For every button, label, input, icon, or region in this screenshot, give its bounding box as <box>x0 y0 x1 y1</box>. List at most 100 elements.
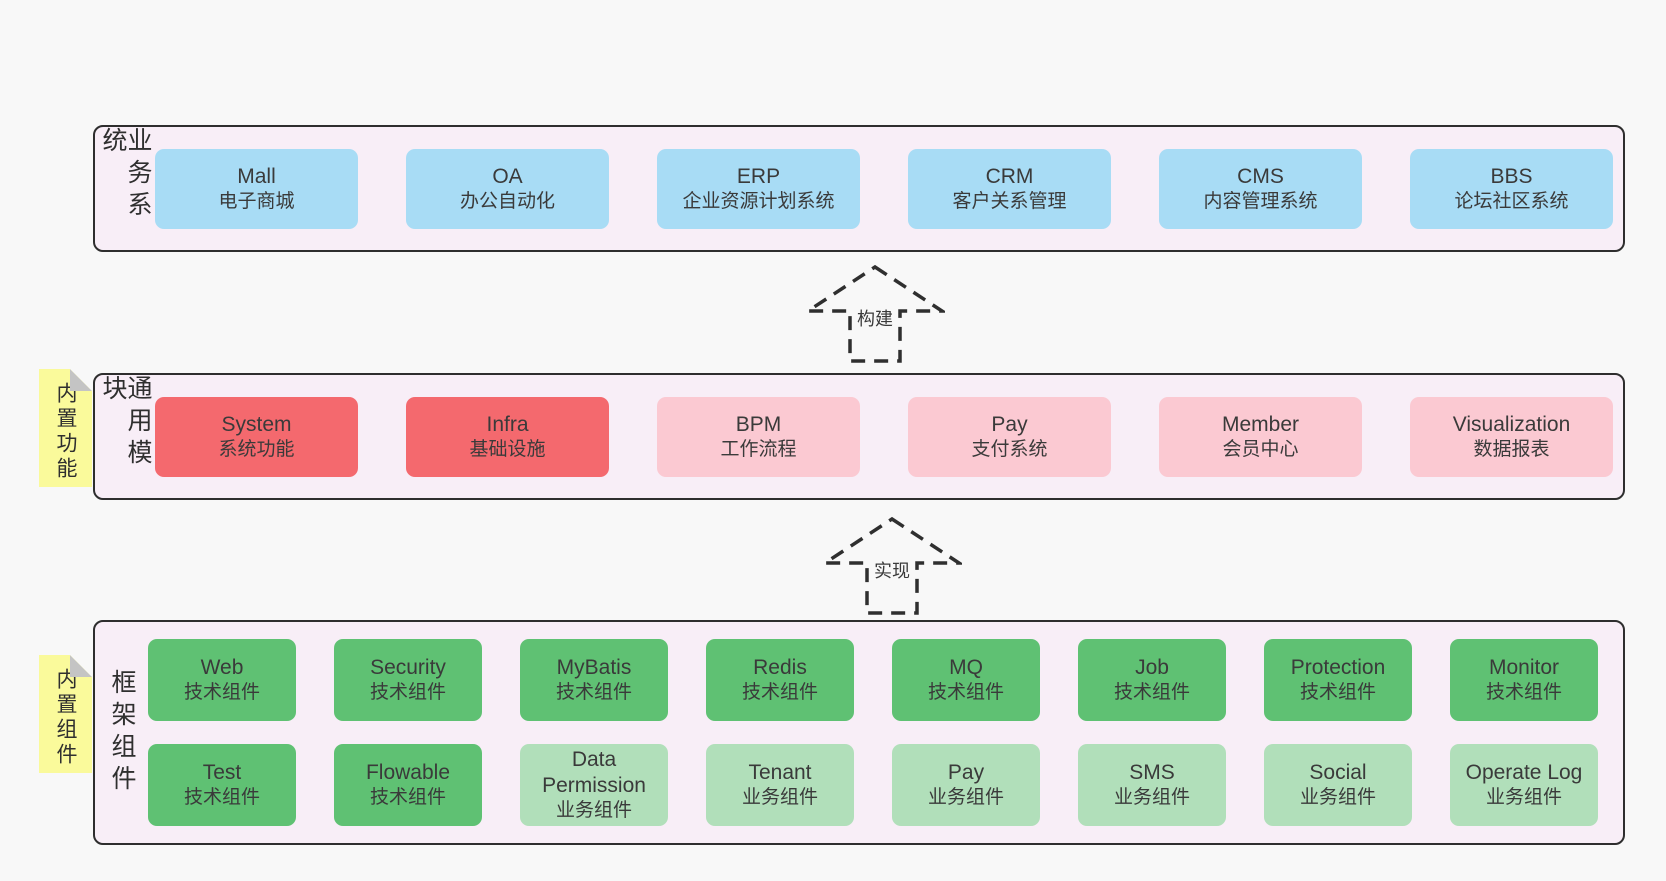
box-subtitle: 电子商城 <box>218 190 295 212</box>
box-erp: ERP 企业资源计划系统 <box>657 148 860 229</box>
box-subtitle: 技术组件 <box>369 682 446 704</box>
box-name: Pay <box>947 761 985 784</box>
box-subtitle: 数据报表 <box>1473 438 1550 460</box>
box-name: Web <box>200 656 244 679</box>
modules-box-row: System 系统功能 Infra 基础设施 BPM 工作流程 Pay 支付系统… <box>155 396 1625 477</box>
box-subtitle: 会员中心 <box>1222 438 1299 460</box>
box-name: Infra <box>486 412 529 436</box>
box-subtitle: 业务组件 <box>555 800 632 822</box>
box-name: Data Permission <box>542 747 646 798</box>
arrow-implement: 实现 <box>822 516 962 616</box>
box-web: Web 技术组件 <box>148 639 296 721</box>
box-pay-component: Pay 业务组件 <box>892 744 1040 826</box>
box-subtitle: 技术组件 <box>1299 682 1376 704</box>
box-name: MQ <box>949 656 983 679</box>
layer-framework-components: 框架组件 Web 技术组件 Security 技术组件 MyBatis 技术组件… <box>93 620 1625 845</box>
layer-label-wrap: 业务系统 <box>95 127 155 250</box>
box-subtitle: 基础设施 <box>469 438 546 460</box>
box-subtitle: 业务组件 <box>741 787 818 809</box>
layer-label-business: 业务系统 <box>99 127 152 223</box>
box-name: Redis <box>753 656 807 679</box>
box-operate-log: Operate Log 业务组件 <box>1450 744 1598 826</box>
sticky-note-label: 内置组件 <box>54 668 77 768</box>
layer-label-wrap: 框架组件 <box>95 622 148 843</box>
box-tenant: Tenant 业务组件 <box>706 744 854 826</box>
box-name: CRM <box>985 164 1034 188</box>
layer-label-components: 框架组件 <box>108 668 136 797</box>
box-test: Test 技术组件 <box>148 744 296 826</box>
sticky-note-builtin-features: 内置功能 <box>39 369 92 487</box>
box-cms: CMS 内容管理系统 <box>1159 148 1362 229</box>
sticky-note-label: 内置功能 <box>54 382 77 482</box>
box-data-permission: Data Permission 业务组件 <box>520 744 668 826</box>
box-name: Tenant <box>748 761 812 784</box>
box-mybatis: MyBatis 技术组件 <box>520 639 668 721</box>
box-sms: SMS 业务组件 <box>1078 744 1226 826</box>
box-subtitle: 内容管理系统 <box>1203 190 1318 212</box>
box-name: ERP <box>736 164 781 188</box>
components-box-grid: Web 技术组件 Security 技术组件 MyBatis 技术组件 Redi… <box>148 639 1623 826</box>
box-pay-module: Pay 支付系统 <box>908 396 1111 477</box>
box-name: BPM <box>735 412 782 436</box>
up-arrow-icon <box>822 516 962 615</box>
box-name: BBS <box>1490 164 1533 188</box>
box-subtitle: 企业资源计划系统 <box>682 190 835 212</box>
box-subtitle: 论坛社区系统 <box>1454 190 1569 212</box>
business-box-row: Mall 电子商城 OA 办公自动化 ERP 企业资源计划系统 CRM 客户关系… <box>155 148 1625 229</box>
box-name: Pay <box>991 412 1028 436</box>
layer-label-modules: 通用模块 <box>99 375 152 471</box>
box-flowable: Flowable 技术组件 <box>334 744 482 826</box>
box-subtitle: 技术组件 <box>183 682 260 704</box>
box-name: System <box>221 412 292 436</box>
box-security: Security 技术组件 <box>334 639 482 721</box>
layer-label-wrap: 通用模块 <box>95 375 155 498</box>
arrow-implement-label: 实现 <box>871 556 913 584</box>
box-job: Job 技术组件 <box>1078 639 1226 721</box>
arrow-build: 构建 <box>805 264 945 364</box>
box-name: CMS <box>1237 164 1284 188</box>
box-subtitle: 技术组件 <box>927 682 1004 704</box>
box-bbs: BBS 论坛社区系统 <box>1410 148 1613 229</box>
box-name: Security <box>370 656 446 679</box>
box-name: Visualization <box>1452 412 1571 436</box>
box-name: MyBatis <box>556 656 632 679</box>
box-social: Social 业务组件 <box>1264 744 1412 826</box>
up-arrow-icon <box>805 264 945 363</box>
box-infra: Infra 基础设施 <box>406 396 609 477</box>
box-subtitle: 技术组件 <box>183 787 260 809</box>
box-subtitle: 业务组件 <box>1299 787 1376 809</box>
box-redis: Redis 技术组件 <box>706 639 854 721</box>
box-oa: OA 办公自动化 <box>406 148 609 229</box>
box-subtitle: 技术组件 <box>741 682 818 704</box>
box-subtitle: 技术组件 <box>369 787 446 809</box>
box-bpm: BPM 工作流程 <box>657 396 860 477</box>
box-subtitle: 工作流程 <box>720 438 797 460</box>
box-subtitle: 系统功能 <box>218 438 295 460</box>
box-mall: Mall 电子商城 <box>155 148 358 229</box>
box-monitor: Monitor 技术组件 <box>1450 639 1598 721</box>
box-name: Member <box>1221 412 1300 436</box>
box-name: Job <box>1135 656 1169 679</box>
box-subtitle: 业务组件 <box>1113 787 1190 809</box>
box-crm: CRM 客户关系管理 <box>908 148 1111 229</box>
folded-corner-icon <box>70 655 92 677</box>
box-system: System 系统功能 <box>155 396 358 477</box>
layer-common-modules: 通用模块 System 系统功能 Infra 基础设施 BPM 工作流程 Pay… <box>93 373 1625 500</box>
box-subtitle: 技术组件 <box>555 682 632 704</box>
box-visualization: Visualization 数据报表 <box>1410 396 1613 477</box>
box-name: Protection <box>1290 656 1386 679</box>
box-subtitle: 业务组件 <box>927 787 1004 809</box>
box-name: Monitor <box>1488 656 1560 679</box>
box-subtitle: 技术组件 <box>1485 682 1562 704</box>
box-protection: Protection 技术组件 <box>1264 639 1412 721</box>
layer-business-systems: 业务系统 Mall 电子商城 OA 办公自动化 ERP 企业资源计划系统 CRM… <box>93 125 1625 252</box>
box-subtitle: 客户关系管理 <box>952 190 1067 212</box>
box-name: Mall <box>237 164 276 188</box>
folded-corner-icon <box>70 369 92 391</box>
arrow-build-label: 构建 <box>854 304 896 332</box>
box-subtitle: 业务组件 <box>1485 787 1562 809</box>
box-name: Operate Log <box>1465 761 1583 784</box>
box-name: SMS <box>1129 761 1175 784</box>
box-name: Flowable <box>365 761 451 784</box>
box-mq: MQ 技术组件 <box>892 639 1040 721</box>
